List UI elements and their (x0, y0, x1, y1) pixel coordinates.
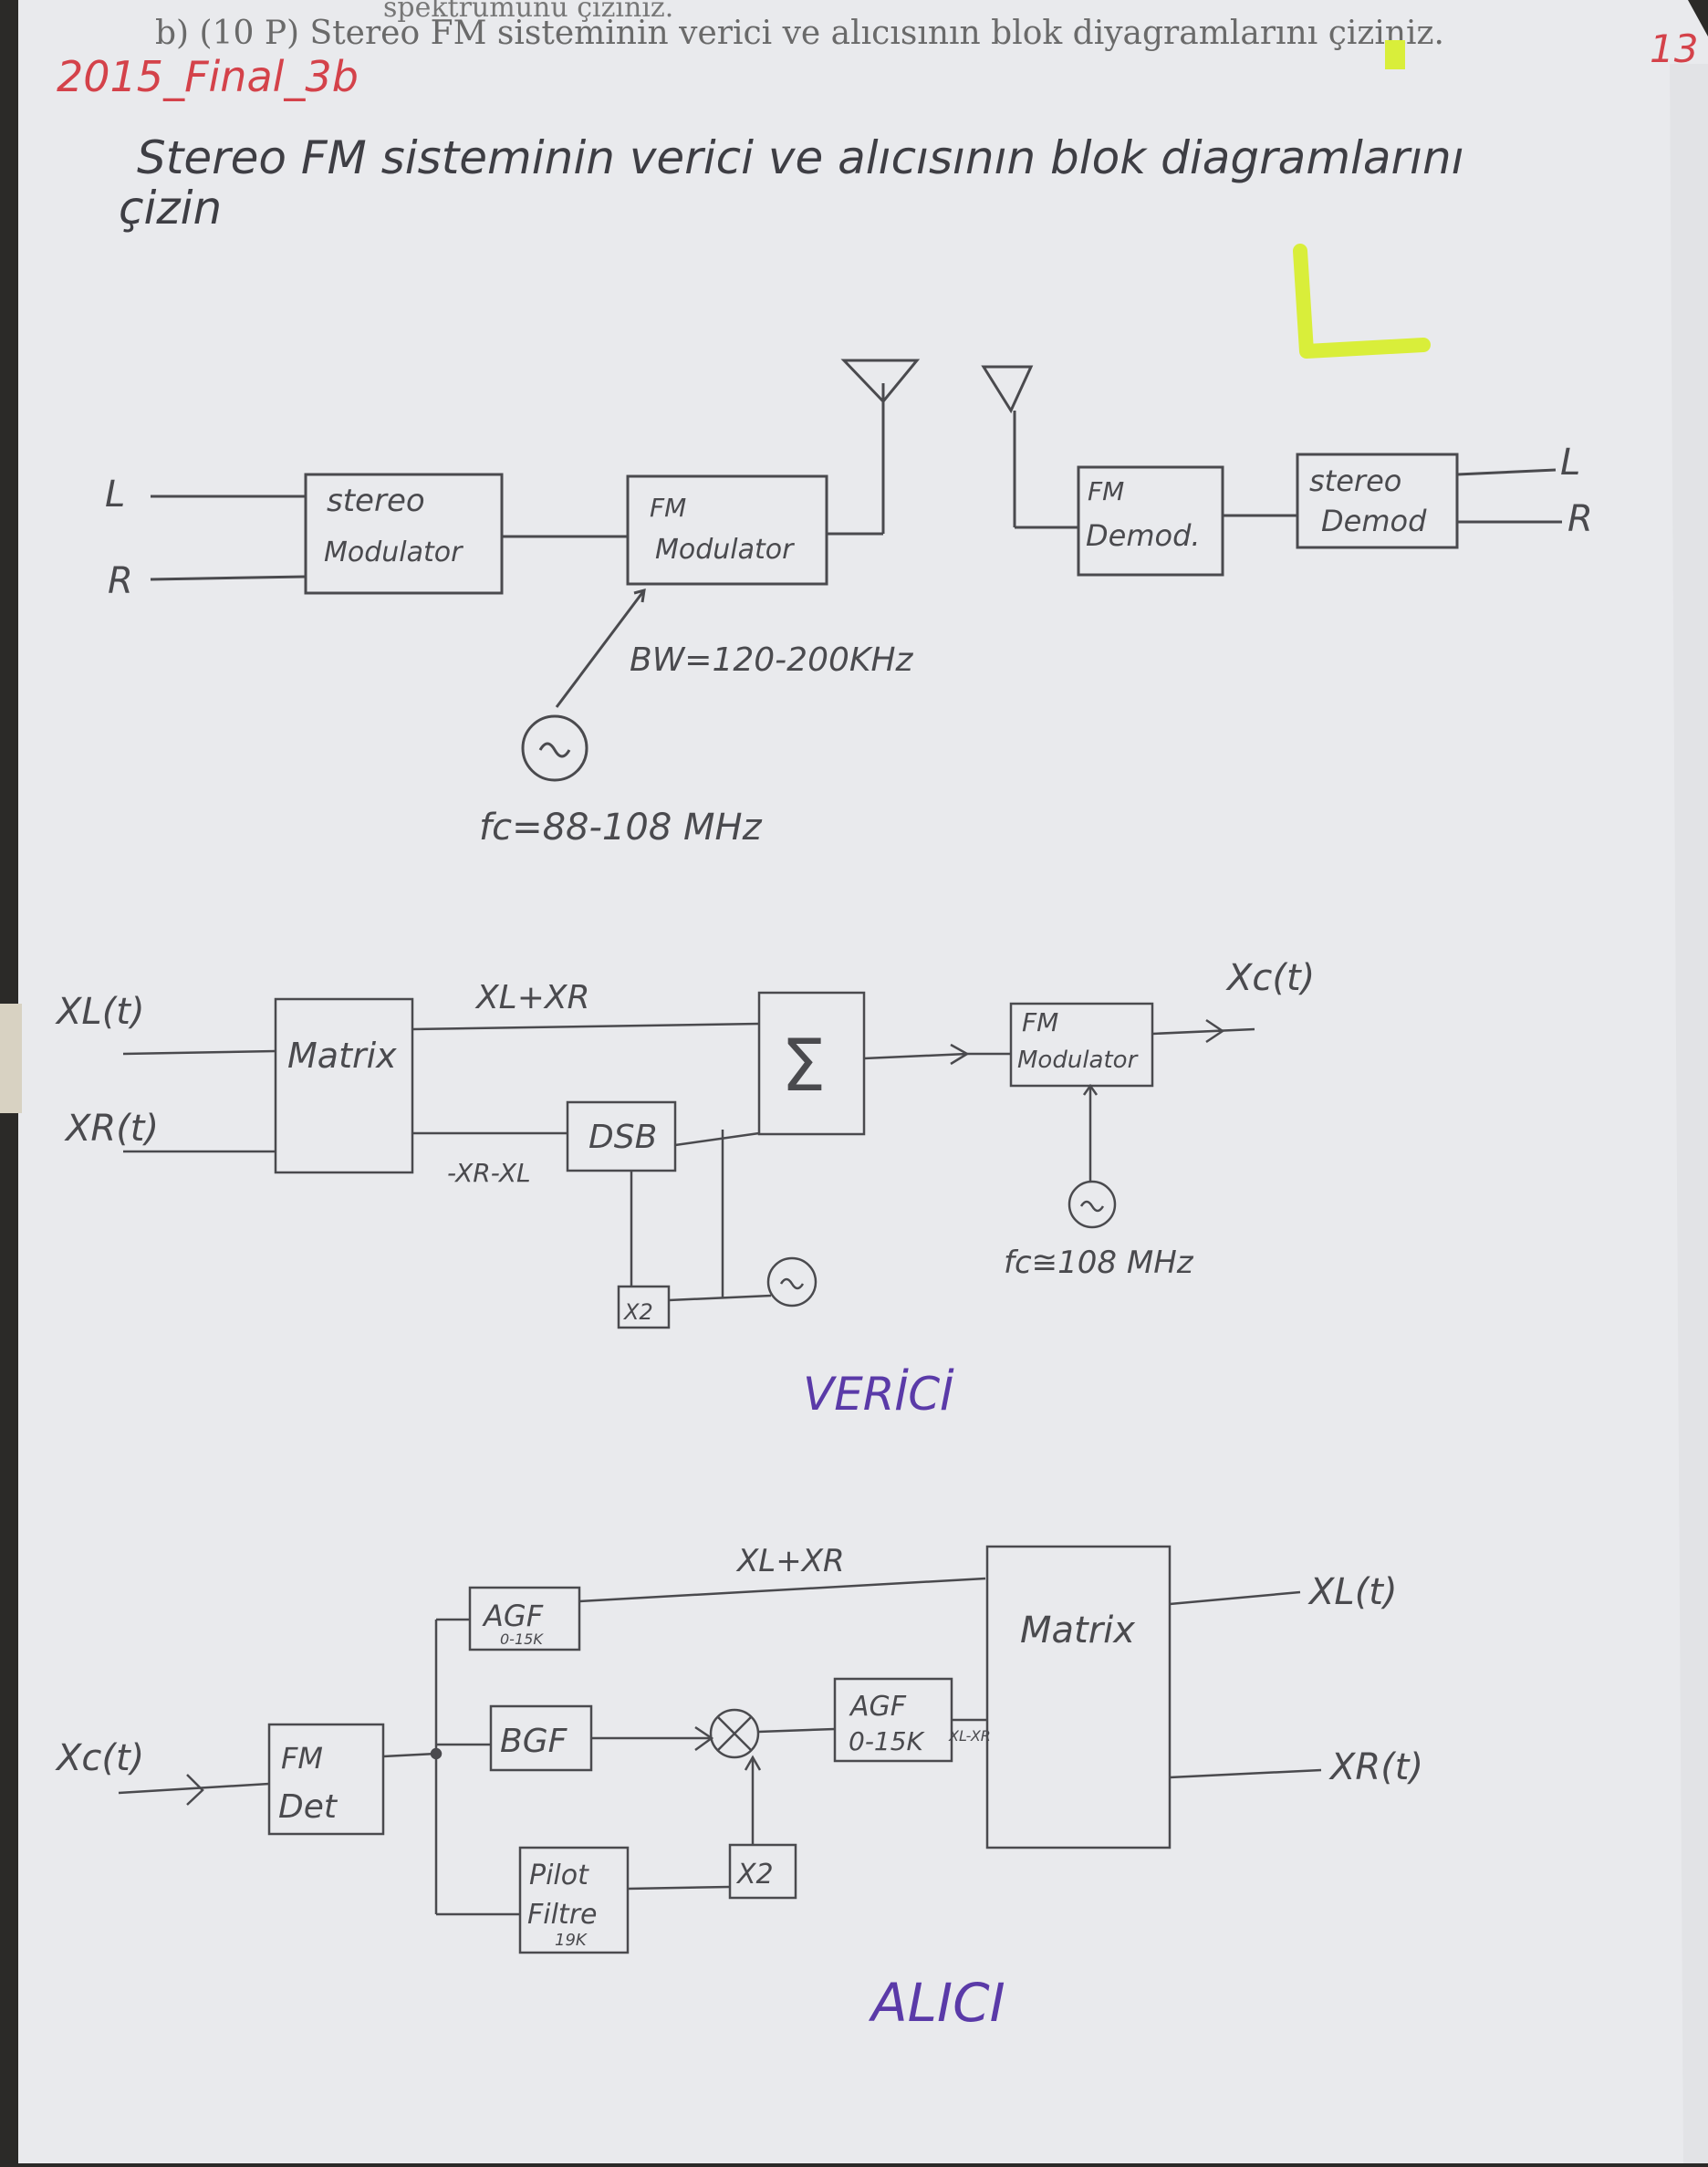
tx-fm-modulator-box (1009, 1002, 1154, 1088)
input-left-label: L (105, 474, 125, 516)
agf-mid-line2: 0-15K (849, 1726, 926, 1756)
fm-mod-line1: FM (650, 493, 686, 523)
page-corner-shadow (0, 1004, 22, 1113)
input-right-label: R (108, 560, 133, 602)
dsb-label: DSB (588, 1119, 657, 1156)
pilot-line1: Pilot (529, 1860, 589, 1891)
tx-input-xl: XL(t) (55, 991, 145, 1033)
carrier-oscillator-1 (521, 714, 588, 782)
rx-x2-label: X2 (735, 1859, 774, 1891)
printed-question: b) (10 P) Stereo FM sisteminin verici ve… (155, 15, 1444, 52)
rx-matrix-label: Matrix (1020, 1610, 1135, 1651)
stereo-demod-line1: stereo (1309, 464, 1401, 498)
rx-antenna (981, 365, 1034, 414)
tx-fm-mod-line1: FM (1022, 1007, 1058, 1037)
carrier-freq-label: fc=88-108 MHz (479, 807, 763, 849)
tx-carrier-oscillator (1068, 1180, 1117, 1229)
fm-modulator-box (626, 474, 828, 586)
mixer-circle (709, 1708, 760, 1759)
rx-diff-label: XL-XR (948, 1727, 991, 1745)
stereo-mod-line1: stereo (327, 483, 425, 519)
stereo-mod-line2: Modulator (324, 537, 463, 568)
agf-top-sub: 0-15K (500, 1630, 544, 1648)
tx-antenna (840, 359, 921, 404)
pilot-sub: 19K (555, 1931, 588, 1950)
dsb-box (566, 1100, 677, 1172)
rx-matrix-box (985, 1545, 1172, 1849)
rx-input-xc: Xc(t) (55, 1737, 144, 1779)
tx-output-xc: Xc(t) (1225, 957, 1315, 999)
tx-input-xr: XR(t) (64, 1108, 159, 1150)
question-line1: Stereo FM sisteminin verici ve alıcısını… (137, 131, 1464, 184)
output-left-label: L (1560, 442, 1580, 484)
bgf-label: BGF (500, 1723, 568, 1760)
tx-matrix-label: Matrix (287, 1036, 397, 1076)
rx-x2-box (728, 1843, 797, 1900)
tx-diff-label: -XR-XL (447, 1158, 531, 1188)
agf-top-box (468, 1586, 581, 1651)
fm-det-line2: Det (278, 1788, 338, 1826)
stereo-modulator-box (304, 473, 504, 595)
fm-det-line1: FM (281, 1741, 323, 1776)
printed-top-fragment: spektrumunu çiziniz. (383, 0, 673, 24)
transmitter-title: VERİCİ (803, 1368, 954, 1421)
agf-mid-line1: AGF (849, 1691, 907, 1723)
rx-output-xr: XR(t) (1328, 1746, 1423, 1788)
stereo-demod-line2: Demod (1321, 504, 1427, 538)
rx-sum-label: XL+XR (735, 1543, 845, 1579)
question-line2: çizin (119, 182, 222, 234)
transmitter-diagram (122, 991, 1255, 1329)
tx-fm-mod-line2: Modulator (1017, 1047, 1140, 1074)
tx-sum-label: XL+XR (474, 979, 590, 1016)
fm-det-box (267, 1723, 385, 1836)
fm-demod-line2: Demod. (1086, 518, 1201, 553)
receiver-diagram (118, 1545, 1322, 1954)
pilot-oscillator (766, 1256, 818, 1307)
fm-mod-line2: Modulator (655, 534, 795, 566)
agf-top-label: AGF (482, 1599, 544, 1633)
rx-output-xl: XL(t) (1307, 1571, 1398, 1613)
output-right-label: R (1567, 498, 1593, 540)
receiver-title: ALICI (868, 1972, 1005, 2034)
highlight-mark (1385, 40, 1405, 69)
tx-x2-box (617, 1285, 671, 1329)
stereo-demod-box (1296, 453, 1459, 549)
tx-carrier-freq: fc≅108 MHz (1004, 1245, 1194, 1281)
fm-demod-box (1077, 465, 1224, 577)
underlying-page-edge (1670, 64, 1708, 2163)
pilot-filter-box (518, 1846, 630, 1954)
tx-x2-label: X2 (622, 1299, 653, 1325)
sigma-symbol: Σ (781, 1026, 826, 1108)
page-number: 13 (1650, 26, 1698, 71)
pilot-line2: Filtre (527, 1899, 597, 1931)
tx-matrix-box (274, 997, 414, 1174)
overview-diagram (150, 359, 1562, 782)
bandwidth-label: BW=120-200KHz (630, 641, 914, 679)
grade-mark (1293, 244, 1431, 359)
fm-demod-line1: FM (1088, 476, 1124, 506)
summer-box (757, 991, 866, 1136)
exam-reference: 2015_Final_3b (57, 52, 359, 101)
